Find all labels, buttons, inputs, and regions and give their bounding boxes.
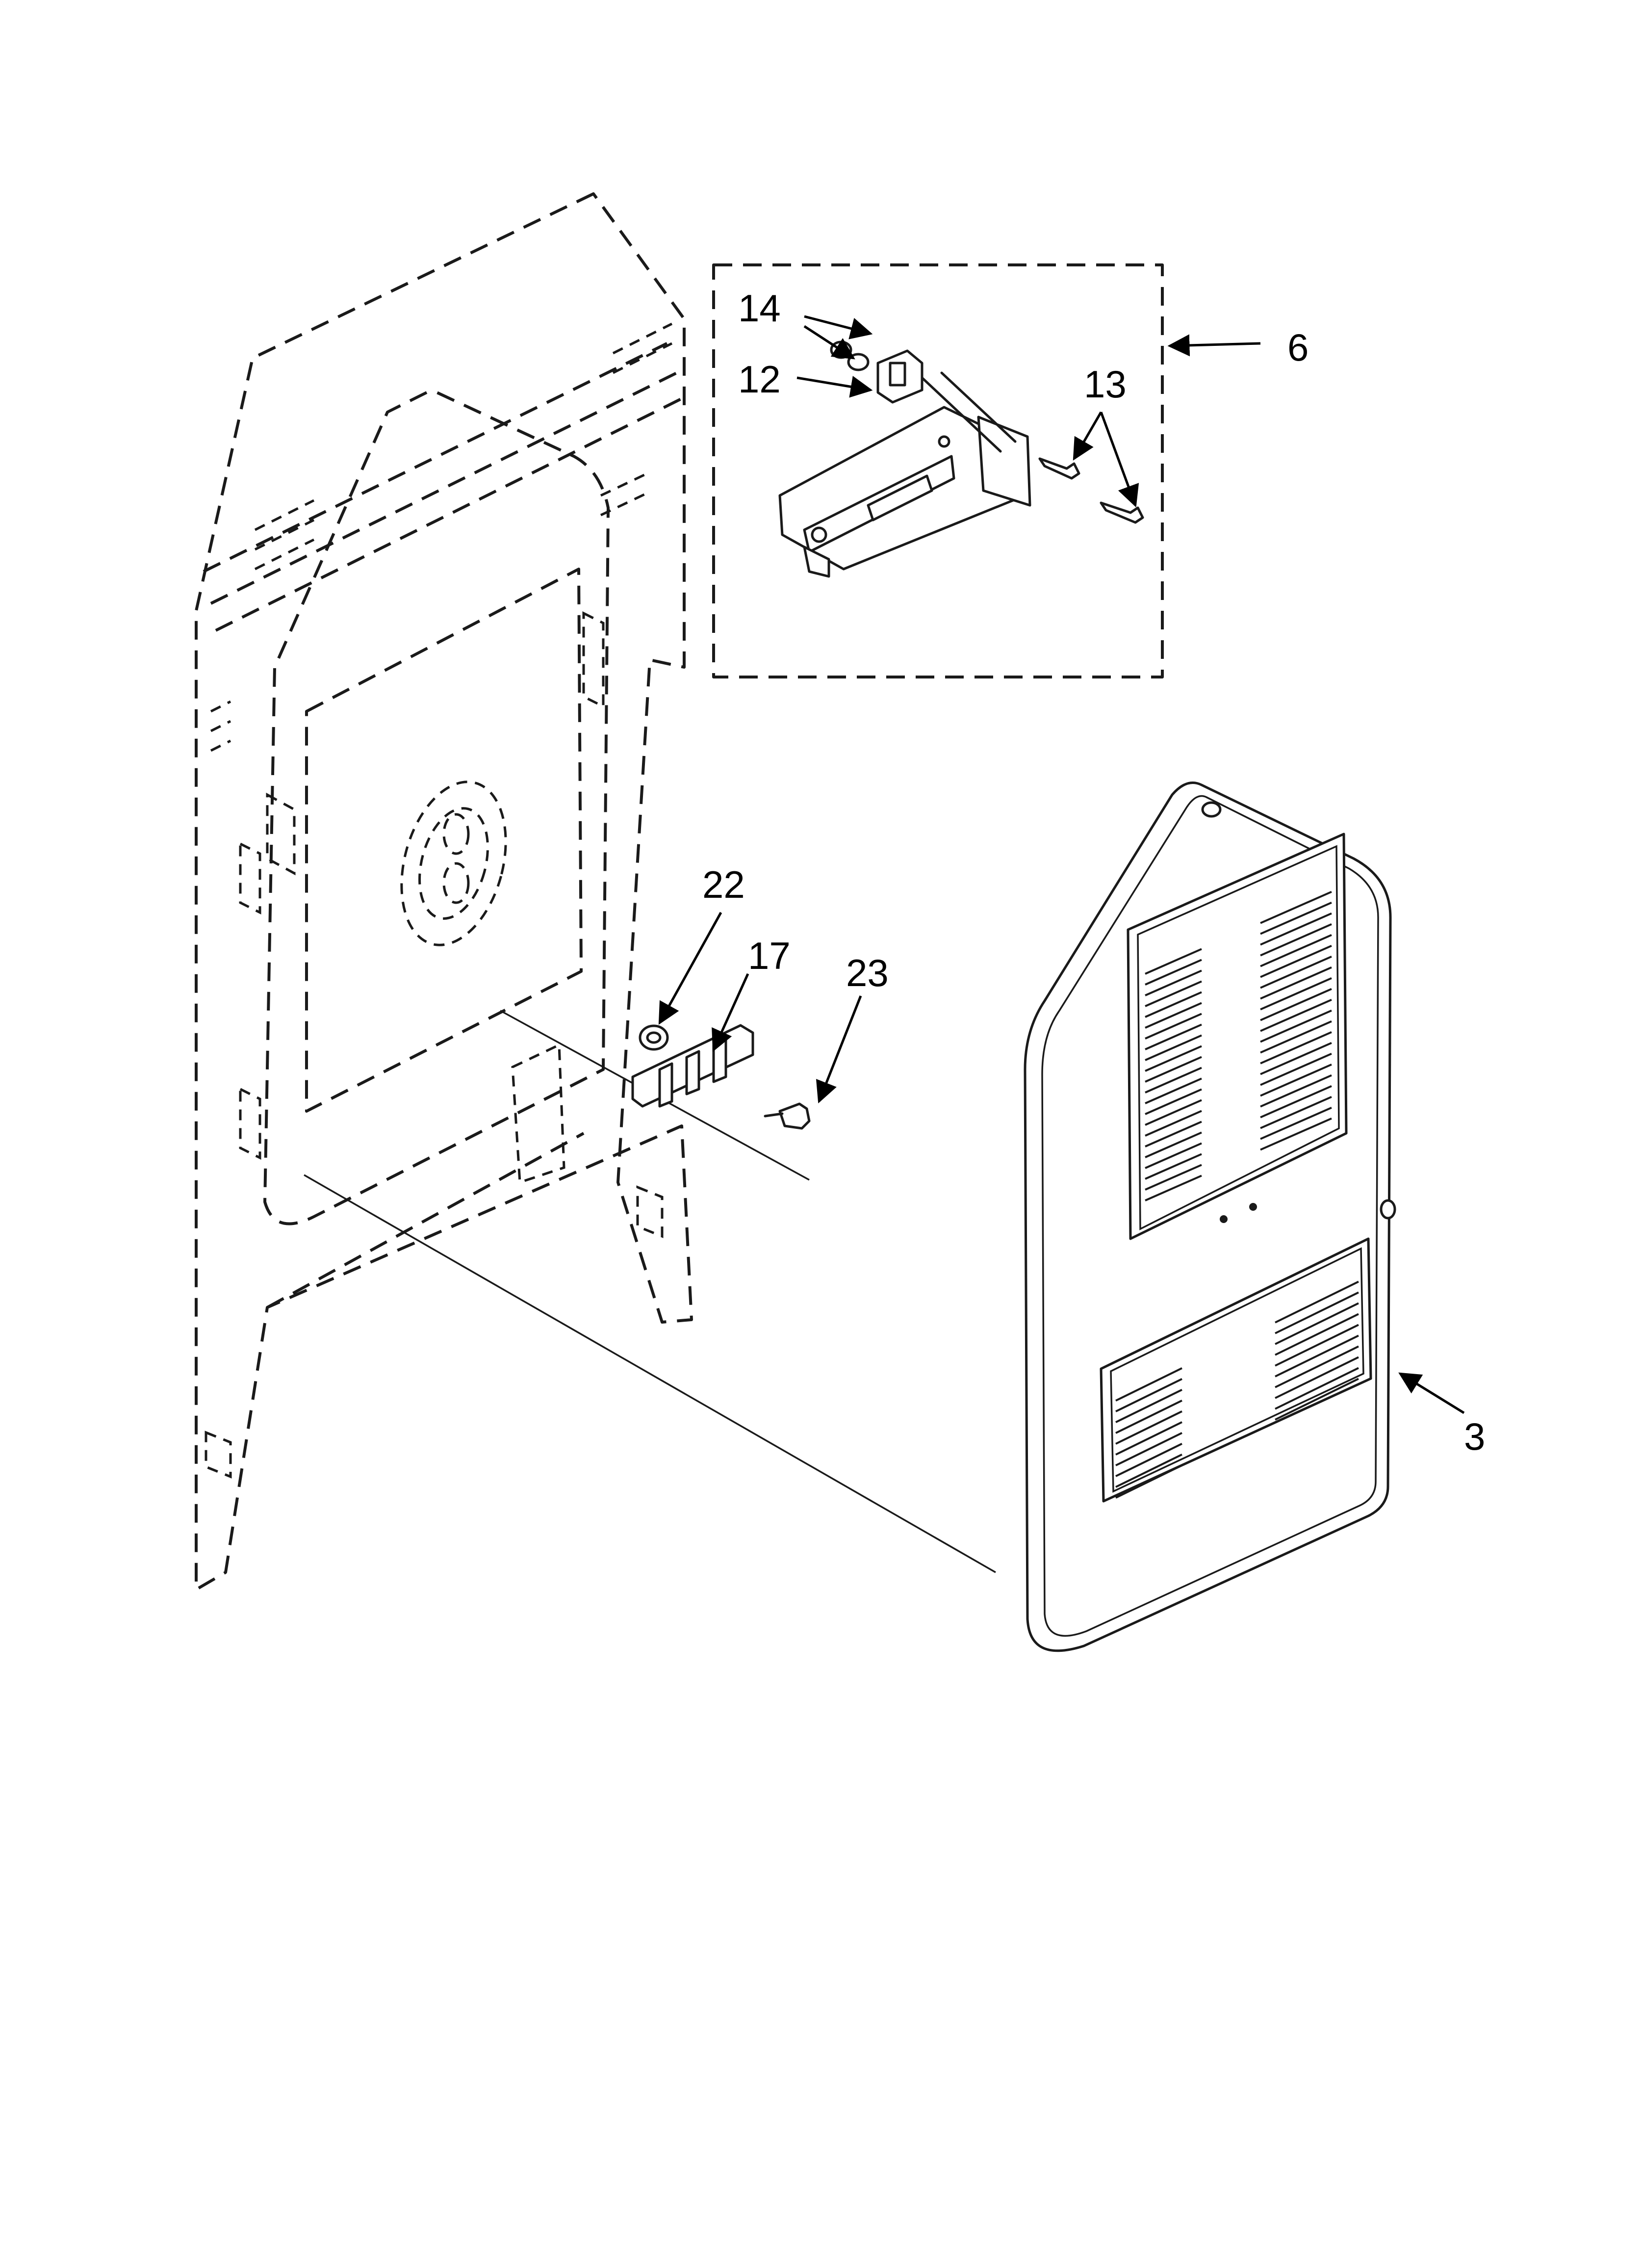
- louver-slat: [1115, 1410, 1182, 1445]
- group-box-6: [712, 263, 1164, 678]
- igniter-bracket-assembly: [778, 371, 1031, 578]
- louver-slat: [1145, 1131, 1202, 1158]
- louver-slat: [1260, 944, 1332, 978]
- louver-slat: [1115, 1400, 1182, 1434]
- louver-slat: [1145, 1099, 1202, 1126]
- louver-slat: [1260, 1063, 1332, 1097]
- louver-slat: [1115, 1464, 1182, 1499]
- louver-slat: [1275, 1367, 1359, 1410]
- louver-slat: [1145, 1110, 1202, 1137]
- louver-slat: [1145, 1077, 1202, 1104]
- louver-slat: [1275, 1302, 1359, 1345]
- louver-slat: [1115, 1389, 1182, 1423]
- louver-slat: [1145, 1023, 1202, 1050]
- louver-slat: [1145, 969, 1202, 996]
- louver-slat: [1275, 1324, 1359, 1367]
- louver-slat: [1260, 934, 1332, 967]
- assembly-line: [304, 1174, 996, 1573]
- louver-slat: [1145, 1034, 1202, 1061]
- louver-slat: [1145, 1174, 1202, 1201]
- louver-slat: [1260, 977, 1332, 1011]
- louver-slat: [1275, 1334, 1359, 1378]
- louver-slat: [1145, 1121, 1202, 1147]
- louver-slat: [1275, 1378, 1359, 1421]
- upper-louvers: [1145, 890, 1332, 1201]
- louver-slat: [1145, 948, 1202, 975]
- callout-3: 3: [1464, 1415, 1485, 1458]
- louver-slat: [1145, 959, 1202, 986]
- louver-slat: [1145, 1002, 1202, 1029]
- louver-slat: [1145, 1088, 1202, 1115]
- louver-slat: [1145, 991, 1202, 1018]
- callout-13: 13: [1084, 363, 1127, 406]
- louver-slat: [1260, 1031, 1332, 1065]
- louver-slat: [1260, 1020, 1332, 1054]
- louver-slat: [1260, 1095, 1332, 1129]
- louver-slat: [1115, 1378, 1182, 1412]
- louver-slat: [1260, 1009, 1332, 1043]
- callout-leaders: [658, 315, 1465, 1414]
- louver-slat: [1275, 1291, 1359, 1334]
- callout-17: 17: [748, 934, 791, 977]
- louver-slat: [1260, 912, 1332, 946]
- louver-slat: [1115, 1367, 1182, 1402]
- louver-slat: [1260, 966, 1332, 1000]
- louver-slat: [1260, 1074, 1332, 1108]
- louver-slat: [1145, 1013, 1202, 1040]
- louver-slat: [1275, 1313, 1359, 1356]
- louver-slat: [1145, 1164, 1202, 1191]
- rear-panel-part-3: [1024, 782, 1396, 1652]
- louver-slat: [1260, 1085, 1332, 1119]
- screw-part-23: [764, 1102, 811, 1130]
- nut-part-22: [639, 1024, 669, 1051]
- louver-slat: [1115, 1454, 1182, 1488]
- callout-22: 22: [702, 863, 745, 906]
- louver-slat: [1115, 1432, 1182, 1466]
- louver-slat: [1145, 1142, 1202, 1169]
- louver-slat: [1145, 1056, 1202, 1083]
- louver-slat: [1275, 1356, 1359, 1399]
- lower-louvers: [1115, 1280, 1359, 1499]
- louver-slat: [1115, 1421, 1182, 1456]
- louver-slat: [1260, 988, 1332, 1021]
- louver-slat: [1275, 1345, 1359, 1388]
- louver-slat: [1145, 1045, 1202, 1072]
- louver-slat: [1145, 1067, 1202, 1094]
- louver-slat: [1260, 923, 1332, 957]
- louver-slat: [1115, 1443, 1182, 1477]
- louver-slat: [1260, 1117, 1332, 1151]
- callout-23: 23: [846, 951, 889, 994]
- callout-14: 14: [738, 287, 781, 330]
- bracket-part-12: [876, 349, 924, 404]
- louver-slat: [1260, 955, 1332, 989]
- louver-slat: [1260, 998, 1332, 1032]
- louver-slat: [1145, 980, 1202, 1007]
- louver-slat: [1260, 890, 1332, 924]
- callout-labels: 14 12 6 13 22 17 23 3: [702, 287, 1485, 1458]
- louver-slat: [1260, 901, 1332, 935]
- cabinet-outline: [195, 192, 693, 1591]
- louver-slat: [1260, 1106, 1332, 1140]
- callout-6: 6: [1287, 326, 1308, 369]
- louver-slat: [1260, 1042, 1332, 1075]
- louver-slat: [1275, 1280, 1359, 1324]
- callout-12: 12: [738, 358, 781, 401]
- louver-slat: [1260, 1052, 1332, 1086]
- screws-part-13: [1038, 457, 1144, 524]
- louver-slat: [1145, 1153, 1202, 1180]
